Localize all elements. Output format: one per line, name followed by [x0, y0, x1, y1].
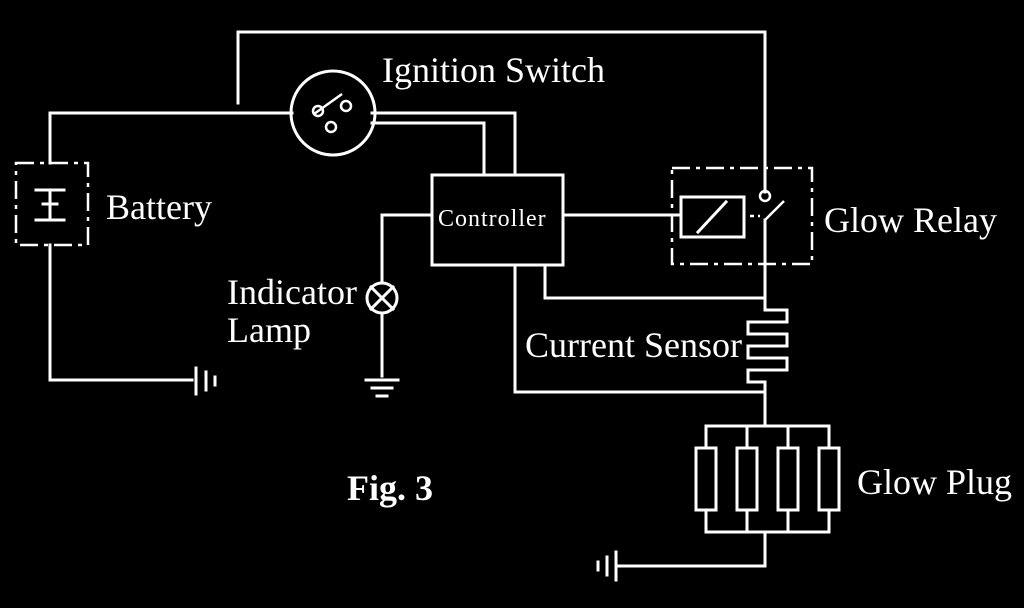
indicator-label-line2: Lamp [227, 310, 311, 350]
glow-plug-symbol [694, 424, 841, 534]
current-sensor-symbol [746, 308, 789, 384]
glow-plug-label: Glow Plug [857, 462, 1012, 502]
glow-plug-ground-icon [596, 550, 618, 582]
ignition-switch-symbol [289, 69, 377, 157]
glow-relay-label: Glow Relay [824, 200, 997, 240]
ignition-switch-label: Ignition Switch [382, 50, 605, 90]
battery-label: Battery [106, 187, 212, 227]
current-sensor-label: Current Sensor [525, 325, 742, 365]
battery-symbol [14, 161, 90, 247]
indicator-label-line1: Indicator [227, 272, 357, 312]
figure-caption: Fig. 3 [347, 468, 433, 508]
glow-relay-symbol [670, 166, 814, 266]
controller-label: Controller [438, 206, 547, 232]
indicator-ground-icon [364, 378, 400, 398]
indicator-lamp-symbol [365, 281, 399, 315]
battery-ground-icon [194, 366, 217, 396]
controller-box [430, 173, 565, 267]
wires [48, 30, 767, 568]
